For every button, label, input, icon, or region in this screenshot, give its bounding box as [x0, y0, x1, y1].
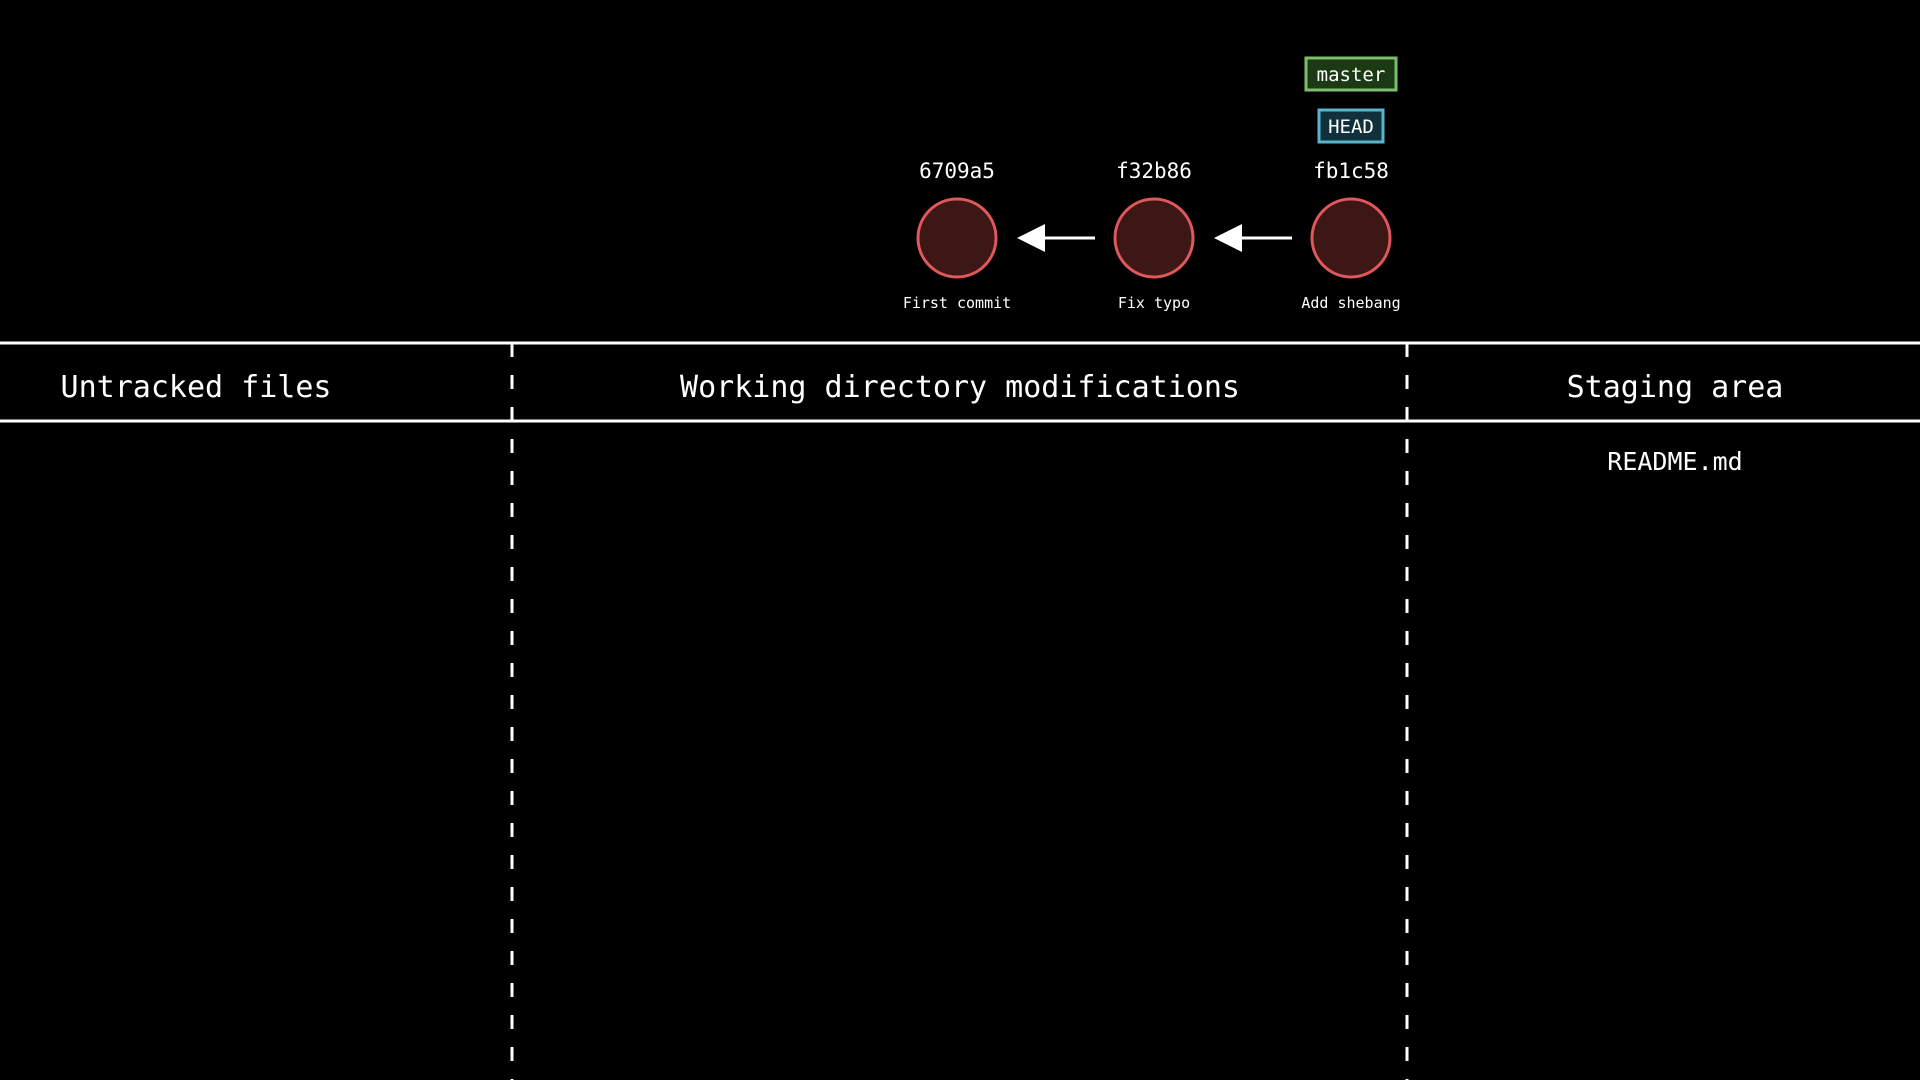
area-header-rules [0, 341, 1920, 423]
parent-arrow [1214, 224, 1292, 252]
branch-label[interactable]: master [1304, 56, 1398, 92]
branch-label-text: master [1317, 64, 1386, 86]
staged-file[interactable]: README.md [1607, 447, 1742, 476]
commit-graph: 6709a5 First commit f32b86 Fix typo [903, 56, 1401, 312]
head-ref-label[interactable]: HEAD [1317, 108, 1385, 144]
area-dividers [510, 343, 1409, 1080]
parent-arrow [1017, 224, 1095, 252]
commit-message: Add shebang [1301, 294, 1400, 312]
commit-node[interactable]: 6709a5 First commit [903, 159, 1011, 312]
area-title-staging: Staging area [1567, 370, 1784, 405]
commit-hash: fb1c58 [1313, 159, 1389, 183]
commit-node[interactable]: fb1c58 Add shebang [1301, 159, 1400, 312]
commit-circle [916, 197, 998, 279]
commit-circle [1310, 197, 1392, 279]
area-title-untracked: Untracked files [61, 370, 332, 405]
commit-message: Fix typo [1118, 294, 1190, 312]
commit-hash: f32b86 [1116, 159, 1192, 183]
commit-message: First commit [903, 294, 1011, 312]
commit-node[interactable]: f32b86 Fix typo [1113, 159, 1195, 312]
head-ref-text: HEAD [1328, 116, 1374, 138]
area-titles: Untracked files Working directory modifi… [61, 370, 1784, 405]
staging-area-files: README.md [1607, 447, 1742, 476]
commit-hash: 6709a5 [919, 159, 995, 183]
commit-circle [1113, 197, 1195, 279]
area-title-working: Working directory modifications [680, 370, 1240, 405]
